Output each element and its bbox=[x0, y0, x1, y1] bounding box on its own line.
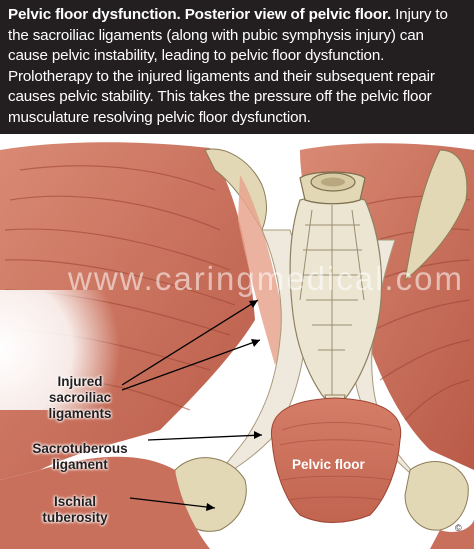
caption: Pelvic floor dysfunction. Posterior view… bbox=[0, 0, 474, 134]
label-line: ligaments bbox=[48, 406, 112, 421]
left-fade bbox=[0, 290, 120, 410]
sacrum bbox=[289, 195, 383, 404]
label-pelvic-floor: Pelvic floor bbox=[292, 457, 365, 472]
inflamed-region bbox=[238, 175, 283, 365]
left-thigh-muscle bbox=[0, 456, 210, 549]
right-thigh-muscle bbox=[430, 520, 474, 549]
label-line: Injured bbox=[57, 374, 103, 389]
label-line: sacroiliac bbox=[48, 390, 112, 405]
leader-lines bbox=[121, 299, 263, 509]
right-iliac-crest bbox=[404, 149, 468, 282]
caption-text: Injury to the sacroiliac ligaments (alon… bbox=[8, 6, 448, 126]
leader-arrowheads bbox=[206, 300, 262, 511]
label-sacrotuberous-ligament: Sacrotuberous ligament bbox=[15, 441, 145, 473]
label-ischial-tuberosity: Ischial tuberosity bbox=[25, 494, 125, 526]
pelvic-floor-muscle bbox=[270, 397, 402, 523]
label-line: Sacrotuberous bbox=[32, 441, 128, 456]
sacral-ligament-lines bbox=[299, 205, 365, 395]
pelvis-illustration bbox=[0, 134, 474, 549]
watermark: www.caringmedical.com bbox=[68, 260, 464, 297]
label-line: tuberosity bbox=[42, 510, 108, 525]
right-ischial-tuberosity bbox=[404, 461, 469, 531]
label-injured-sacroiliac-ligaments: Injured sacroiliac ligaments bbox=[30, 374, 130, 422]
label-line: ligament bbox=[52, 457, 108, 472]
lumbar-vertebra bbox=[299, 171, 366, 205]
label-line: Ischial bbox=[53, 494, 97, 509]
pelvic-floor-fibers bbox=[279, 422, 395, 501]
caption-title: Pelvic floor dysfunction. Posterior view… bbox=[8, 6, 392, 23]
copyright-mark: © bbox=[455, 523, 462, 533]
